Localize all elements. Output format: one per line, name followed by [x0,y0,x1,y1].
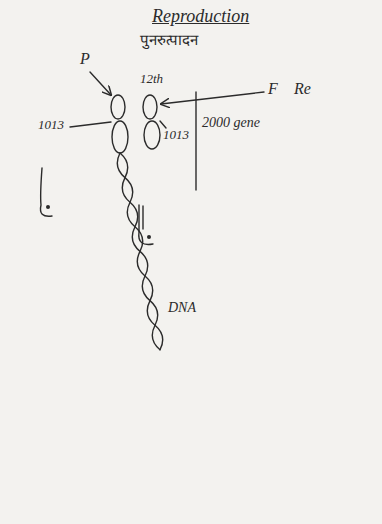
chromatid-loop [112,121,128,153]
note-text: Re [294,80,311,98]
gene-count: 2000 gene [202,115,260,131]
number-label: 12th [140,72,163,87]
chromatid-loop [144,121,160,149]
hook-symbol [139,205,153,245]
bracket-line [195,92,196,190]
number-label: 1013 [38,118,64,133]
dna-label: DNA [168,300,196,316]
hindi-title: पुनरुत्पादन [140,32,198,49]
chromatid-loop [143,95,157,119]
hook-symbol [40,168,52,216]
number-label: 1013 [163,128,189,143]
leader-line [70,122,111,127]
dot-mark [46,205,50,209]
chromatid-loop [111,95,125,119]
letter-label: P [80,50,90,68]
dna-strand [117,153,162,350]
letter-label: F [268,80,278,98]
page-title: Reproduction [152,6,249,27]
leader-line [160,121,166,128]
dot-mark [147,235,151,239]
hook-symbol [142,206,143,229]
pointer-arrow [90,72,111,95]
pointer-arrow [161,92,264,104]
